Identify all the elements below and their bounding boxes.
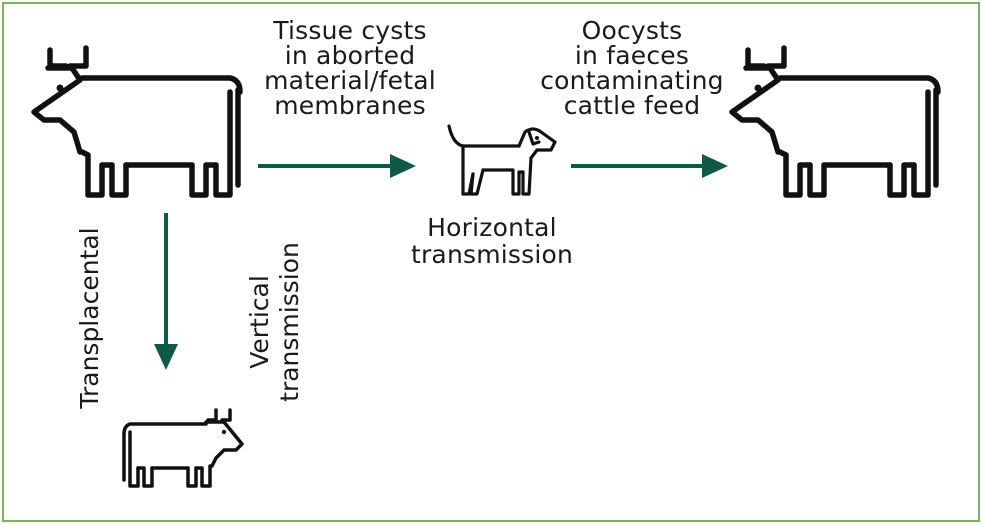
tissue-cysts-line-3: material/fetal bbox=[264, 66, 436, 95]
dog-icon bbox=[447, 124, 557, 196]
calf-icon bbox=[122, 408, 244, 488]
vertical-line-1: Vertical bbox=[245, 275, 274, 369]
arrow-cow-to-calf bbox=[154, 213, 178, 370]
oocysts-line-2: in faeces bbox=[574, 41, 690, 70]
vertical-transmission-label: Vertical transmission bbox=[245, 222, 305, 422]
source-cow-icon bbox=[31, 45, 243, 198]
transplacental-label: Transplacental bbox=[75, 227, 104, 409]
tissue-cysts-line-4: membranes bbox=[274, 91, 426, 120]
horizontal-line-1: Horizontal bbox=[427, 213, 557, 242]
tissue-cysts-line-2: in aborted bbox=[284, 41, 416, 70]
horizontal-transmission-label: Horizontal transmission bbox=[392, 214, 592, 268]
horizontal-line-2: transmission bbox=[410, 240, 574, 269]
target-cow-icon bbox=[729, 45, 941, 198]
vertical-line-2: transmission bbox=[275, 242, 304, 402]
arrow-cow-to-dog bbox=[258, 154, 416, 178]
arrow-dog-to-cow bbox=[571, 154, 728, 178]
oocysts-line-3: contaminating bbox=[540, 66, 724, 95]
tissue-cysts-line-1: Tissue cysts bbox=[273, 16, 427, 45]
oocysts-line-4: cattle feed bbox=[563, 91, 701, 120]
oocysts-label: Oocysts in faeces contaminating cattle f… bbox=[532, 18, 732, 118]
oocysts-line-1: Oocysts bbox=[581, 16, 683, 45]
tissue-cysts-label: Tissue cysts in aborted material/fetal m… bbox=[250, 18, 450, 118]
